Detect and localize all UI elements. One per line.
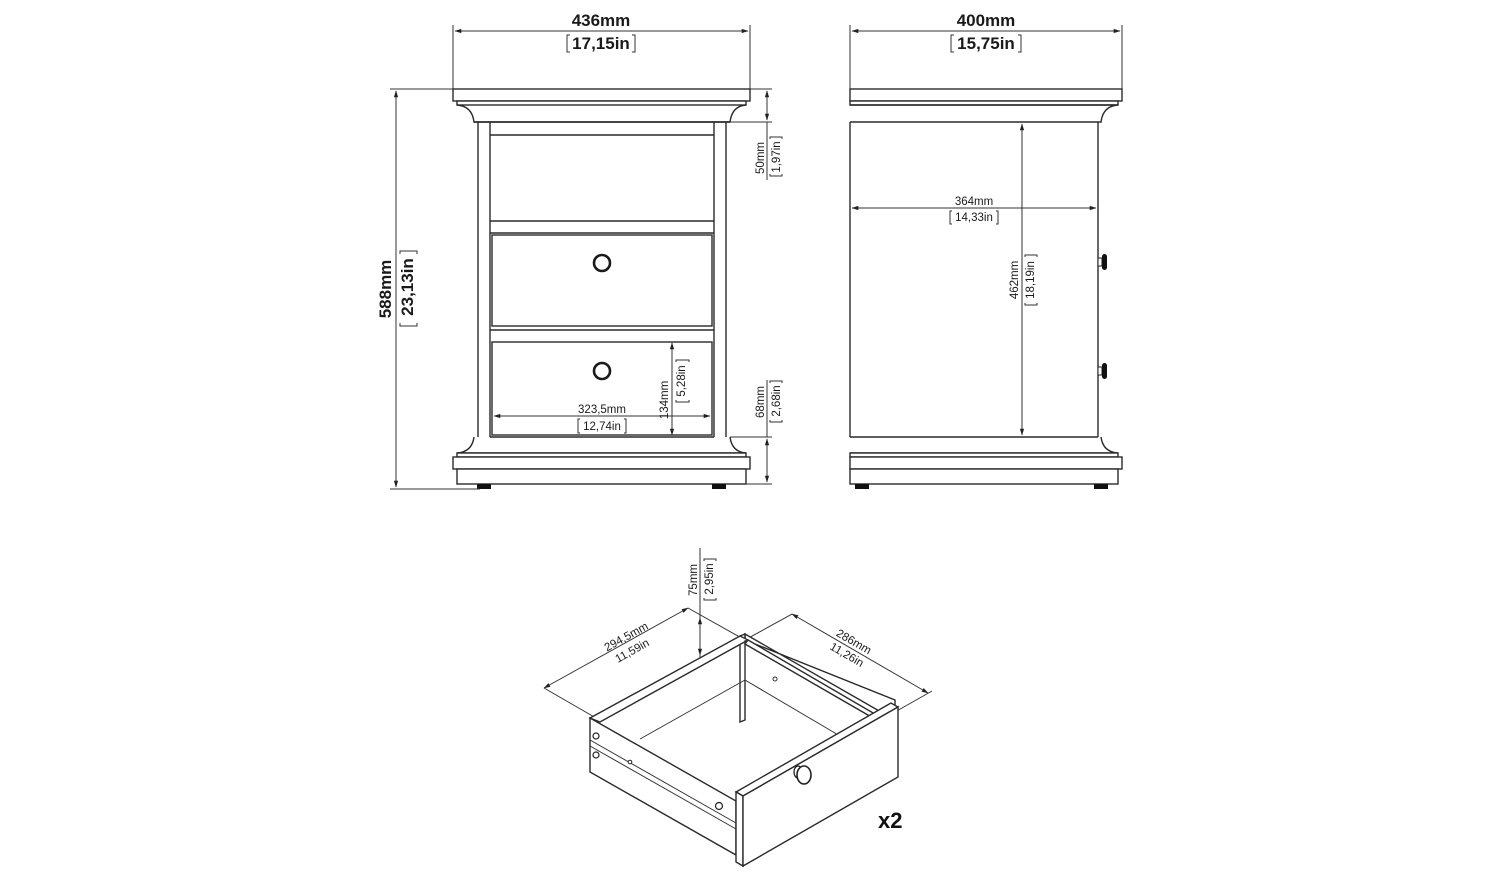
side-inner-depth-mm: 364mm (955, 196, 993, 208)
front-inner-width-mm: 323,5mm (578, 404, 626, 416)
drawer-height-mm: 75mm (688, 564, 700, 596)
side-base-cove (850, 436, 1119, 454)
knob-icon (1097, 363, 1107, 379)
side-inner-height-mm: 462mm (1009, 261, 1021, 299)
side-depth-in: 15,75in (957, 34, 1015, 53)
knob-icon (592, 361, 612, 381)
front-inner-width-in: 12,74in (583, 421, 621, 433)
foot (477, 484, 491, 489)
front-width-in: 17,15in (572, 34, 630, 53)
drawer-height-dimension: 75mm 2,95in (688, 548, 717, 660)
knob-icon (793, 765, 812, 785)
front-width-dimension: 436mm 17,15in (452, 11, 751, 100)
side-top-cove (850, 104, 1119, 123)
side-base-skirt (849, 468, 1119, 485)
front-top-cove (456, 104, 747, 123)
front-inner-width-dimension: 323,5mm 12,74in (493, 404, 711, 434)
side-inner-height-dimension: 462mm 18,19in (1009, 123, 1038, 436)
side-inner-height-in: 18,19in (1025, 261, 1037, 299)
foot (855, 484, 869, 489)
front-top-slab (452, 88, 751, 102)
front-top-gap-mm: 50mm (755, 142, 767, 174)
front-base-height-in: 2,68in (771, 385, 783, 416)
front-drawer-height-in: 5,28in (676, 365, 688, 396)
front-base-height-mm: 68mm (755, 386, 767, 418)
drawer-depth-dimension: 294,5mm 11,59in (543, 607, 746, 719)
foot (712, 484, 726, 489)
front-width-mm: 436mm (572, 11, 631, 30)
side-depth-dimension: 400mm 15,75in (849, 11, 1123, 100)
foot (1094, 484, 1108, 489)
front-drawer-2 (491, 341, 713, 436)
front-base-plinth (452, 456, 751, 470)
drawer-isometric-view: 75mm 2,95in 294,5mm 11,59in 286mm 11,26i… (543, 548, 933, 868)
side-depth-mm: 400mm (957, 11, 1016, 30)
front-view: 436mm 17,15in 323,5mm 12,74in (376, 11, 783, 490)
side-inner-depth-in: 14,33in (955, 212, 993, 224)
front-base-height-dimension: 68mm 2,68in (730, 380, 783, 485)
front-drawer-height-mm: 134mm (659, 381, 671, 419)
drawer-back-edge (739, 632, 746, 724)
front-drawer-1 (491, 234, 713, 327)
drawer-front-panel (742, 705, 899, 868)
side-base-plinth (849, 456, 1123, 470)
knob-icon (592, 253, 612, 273)
front-height-in: 23,13in (398, 258, 417, 316)
front-base-cove (456, 436, 747, 454)
front-height-dimension: 588mm 23,13in (376, 88, 480, 490)
front-base-skirt (456, 468, 747, 485)
front-drawer-height-dimension: 134mm 5,28in (659, 342, 690, 436)
knob-icon (1097, 254, 1107, 270)
side-inner-depth-dimension: 364mm 14,33in (851, 196, 1097, 225)
front-top-gap-in: 1,97in (771, 141, 783, 172)
side-view: 400mm 15,75in 364mm 14,33in (849, 11, 1123, 489)
drawer-left-side (589, 716, 737, 857)
front-top-lip (456, 100, 747, 106)
front-height-mm: 588mm (376, 260, 395, 319)
drawer-front-edge (735, 790, 744, 868)
drawer-height-in: 2,95in (704, 563, 716, 594)
side-top-slab (849, 88, 1123, 102)
front-top-gap-dimension: 50mm 1,97in (730, 88, 783, 180)
drawer-quantity-label: x2 (878, 808, 902, 833)
